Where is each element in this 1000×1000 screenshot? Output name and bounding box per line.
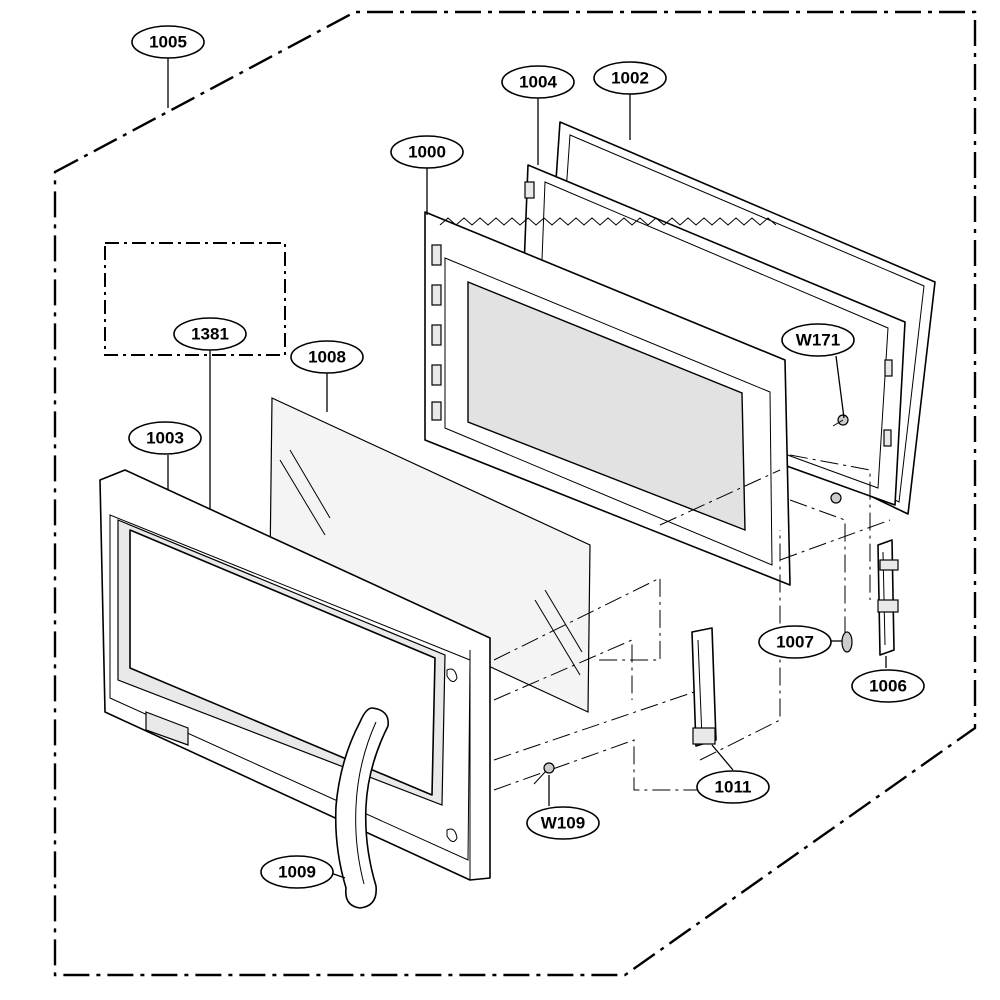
callout-1006: 1006: [851, 669, 925, 703]
callout-label: 1004: [519, 72, 557, 91]
part-W171-screws: [830, 414, 849, 504]
callout-W109: W109: [526, 806, 600, 840]
callout-label: 1011: [715, 777, 752, 796]
leader-lines: [167, 58, 887, 879]
part-1011-latch: [691, 627, 717, 747]
callout-W171: W171: [781, 323, 855, 357]
reference-box-1381: [104, 242, 286, 356]
assembly-guides: [493, 454, 891, 791]
callout-1005: 1005: [131, 25, 205, 59]
callout-1000: 1000: [390, 135, 464, 169]
callout-1011: 1011: [696, 770, 770, 804]
part-1008-glass: [269, 397, 591, 713]
callout-label: W109: [541, 813, 585, 832]
callout-label: 1007: [776, 632, 814, 651]
part-1006-hinge: [877, 539, 899, 656]
callout-label: 1005: [149, 32, 187, 51]
callout-label: 1002: [611, 68, 649, 87]
part-1003-door-frame: [99, 469, 491, 881]
callout-label: 1381: [191, 324, 229, 343]
assembly-boundary: [53, 10, 977, 977]
callout-1004: 1004: [501, 65, 575, 99]
part-W109-screw: [533, 762, 555, 785]
callout-1002: 1002: [593, 61, 667, 95]
callout-label: 1009: [278, 862, 316, 881]
callout-label: W171: [796, 330, 840, 349]
part-1007-washer: [841, 631, 853, 653]
callout-1009: 1009: [260, 855, 334, 889]
part-1009-handle: [334, 707, 389, 909]
callout-label: 1003: [146, 428, 184, 447]
callout-1003: 1003: [128, 421, 202, 455]
callout-label: 1006: [869, 676, 907, 695]
callout-label: 1008: [308, 347, 346, 366]
part-1000-door-panel: [424, 211, 791, 586]
callout-label: 1000: [408, 142, 446, 161]
callout-1007: 1007: [758, 625, 832, 659]
callout-1008: 1008: [290, 340, 364, 374]
callout-1381: 1381: [173, 317, 247, 351]
